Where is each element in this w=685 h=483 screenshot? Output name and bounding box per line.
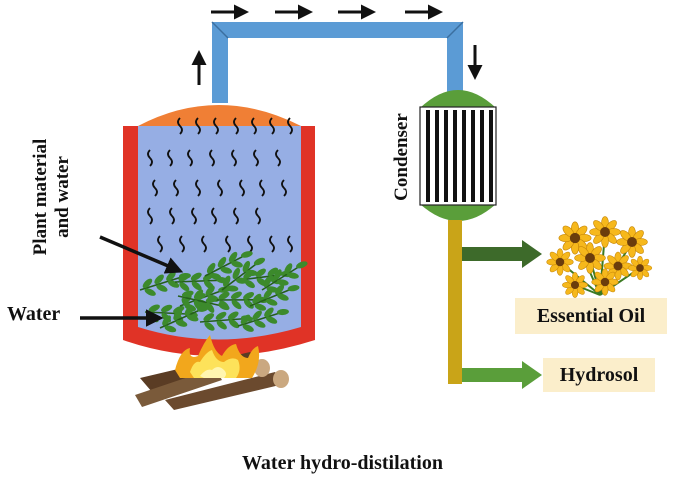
steam-squiggle [191, 207, 197, 225]
plant-material-line-2: and water [52, 156, 73, 238]
steam-squiggle [177, 117, 183, 135]
steam-squiggle [259, 179, 265, 197]
steam-squiggle [195, 179, 201, 197]
steam-squiggle [213, 117, 219, 135]
essential-oil-label: Essential Oil [515, 298, 667, 334]
steam-squiggle [251, 117, 257, 135]
steam-squiggle [167, 149, 173, 167]
steam-squiggle [287, 117, 293, 135]
steam-squiggle [195, 117, 201, 135]
steam-squiggle [147, 207, 153, 225]
steam-squiggle [275, 149, 281, 167]
steam-squiggle [169, 207, 175, 225]
steam-squiggle [253, 149, 259, 167]
steam-squiggle [233, 117, 239, 135]
plant-material-line-1: Plant material [30, 138, 51, 256]
hydrosol-arrow [462, 361, 542, 389]
steam-squiggle [152, 179, 158, 197]
steam-squiggle [173, 179, 179, 197]
flower-icon [546, 216, 653, 299]
steam-squiggle [233, 207, 239, 225]
water-label: Water [7, 303, 61, 325]
steam-squiggle [281, 179, 287, 197]
sunflower [574, 242, 606, 274]
steam-squiggle [269, 117, 275, 135]
steam-squiggle [269, 235, 275, 253]
sunflower [616, 226, 648, 258]
steam-squiggle [239, 179, 245, 197]
sunflower [546, 248, 574, 276]
essential-oil-arrow [462, 240, 542, 268]
steam-squiggle [211, 207, 217, 225]
vessel-dome [138, 105, 301, 126]
vapor-pipe [212, 22, 463, 103]
sunflower [561, 271, 589, 299]
steam-squiggle [231, 149, 237, 167]
steam-squiggle [147, 149, 153, 167]
flow-arrow-icon [191, 4, 483, 85]
steam-squiggle [201, 235, 207, 253]
sunflower [627, 255, 653, 281]
condenser [419, 90, 497, 221]
steam-squiggle [247, 235, 253, 253]
steam-squiggle [225, 235, 231, 253]
steam-squiggle [157, 235, 163, 253]
sunflower [589, 216, 621, 248]
steam-squiggle [217, 179, 223, 197]
distillate-pipe [448, 220, 462, 384]
sunflower [591, 268, 619, 296]
plant-material-label: Plant material and water [30, 112, 74, 282]
steam-squiggle [255, 207, 261, 225]
steam-icon [147, 117, 293, 253]
caption: Water hydro-distilation [242, 452, 443, 474]
condenser-label: Condenser [391, 113, 412, 201]
steam-squiggle [287, 235, 293, 253]
plant-material-arrow [99, 235, 184, 274]
fire-icon [175, 335, 260, 378]
steam-squiggle [187, 149, 193, 167]
steam-squiggle [209, 149, 215, 167]
hydrosol-label: Hydrosol [543, 358, 655, 392]
steam-squiggle [179, 235, 185, 253]
